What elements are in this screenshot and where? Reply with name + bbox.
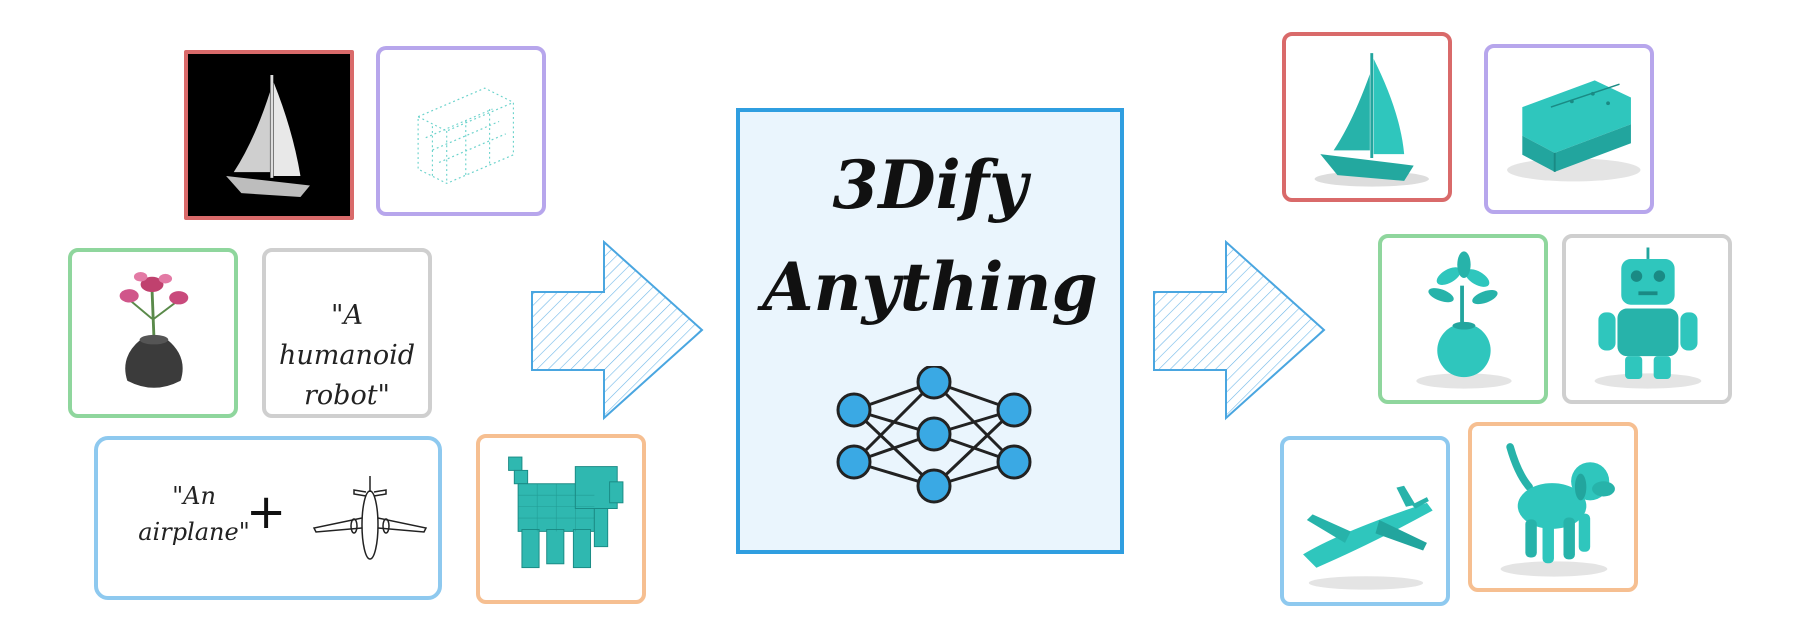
output-airplane-card <box>1280 436 1450 606</box>
combo-text: "An airplane" <box>134 478 254 550</box>
input-voxel-card <box>476 434 646 604</box>
text-prompt-line2: robot" <box>304 380 390 411</box>
center-model-box: 3Dify Anything <box>736 108 1124 554</box>
vase-flower-photo-icon <box>119 272 189 388</box>
text-prompt: "A humanoid robot" <box>266 296 428 414</box>
neural-network-icon <box>836 366 1032 504</box>
plant-3d-icon <box>1416 251 1512 389</box>
input-image-card <box>184 50 354 220</box>
text-prompt-line1: "A humanoid <box>278 300 416 371</box>
input-pointcloud-card <box>376 46 546 216</box>
airplane-3d-icon <box>1303 485 1433 590</box>
title-line2: Anything <box>762 248 1098 326</box>
airplane-sketch-icon <box>312 476 428 560</box>
sofa-3d-icon <box>1507 80 1641 182</box>
plus-sign: + <box>246 484 287 540</box>
combo-text-line1: "An <box>172 482 216 510</box>
sailboat-3d-icon <box>1314 53 1429 187</box>
dog-3d-icon <box>1500 443 1615 577</box>
input-photo-card <box>68 248 238 418</box>
left-arrow-icon <box>531 240 704 421</box>
right-arrow-icon <box>1153 240 1326 421</box>
output-dog-card <box>1468 422 1638 592</box>
input-text-card: "A humanoid robot" <box>262 248 432 418</box>
output-plant-card <box>1378 234 1548 404</box>
title-line1: 3Dify <box>832 146 1028 224</box>
voxel-dog-icon <box>508 456 624 569</box>
sofa-pointcloud-icon <box>417 87 514 185</box>
output-robot-card <box>1562 234 1732 404</box>
sailboat-image-icon <box>188 54 350 216</box>
output-sofa-card <box>1484 44 1654 214</box>
combo-text-line2: airplane" <box>138 518 250 546</box>
robot-3d-icon <box>1594 247 1702 389</box>
input-combo-card: "An airplane" + <box>94 436 442 600</box>
output-sailboat-card <box>1282 32 1452 202</box>
